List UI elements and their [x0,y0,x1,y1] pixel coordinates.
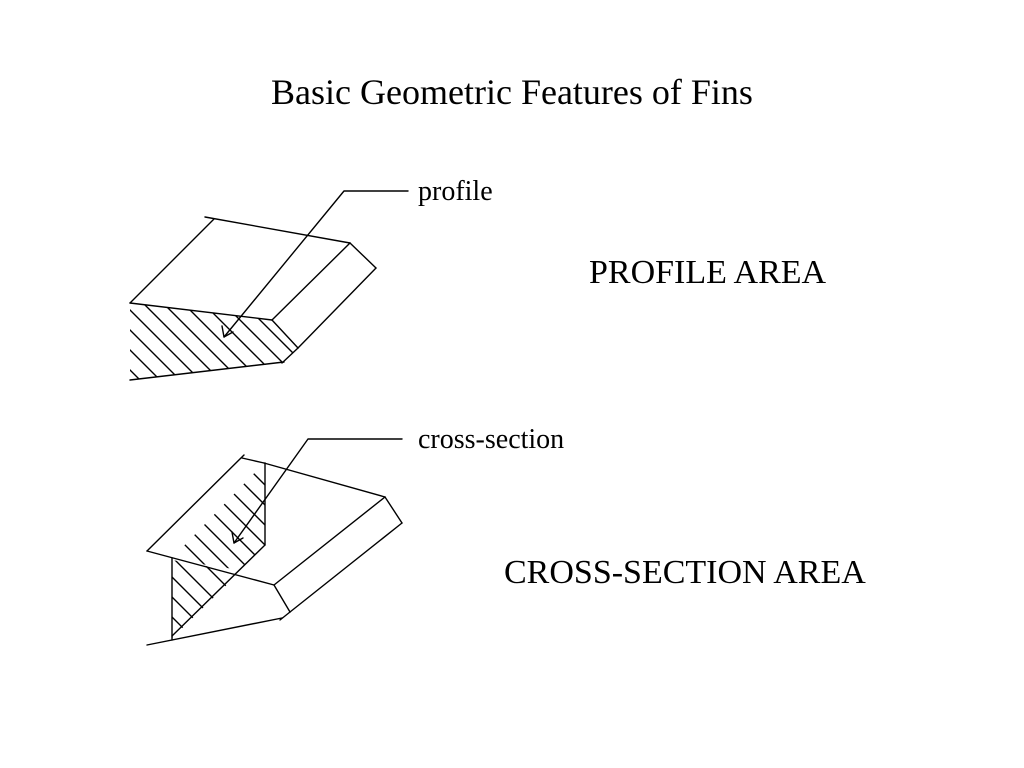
cross-section-fin-drawing [146,454,403,646]
profile-hatching [130,303,298,380]
profile-area-label: PROFILE AREA [589,254,827,291]
cross-section-callout-label: cross-section [418,424,565,455]
profile-leader-line [221,190,409,338]
cross-section-area-label: CROSS-SECTION AREA [504,554,866,591]
cross-section-leader-line [231,438,403,544]
profile-callout-label: profile [418,176,493,207]
profile-fin-drawing [129,216,377,381]
slide-title: Basic Geometric Features of Fins [271,72,753,112]
